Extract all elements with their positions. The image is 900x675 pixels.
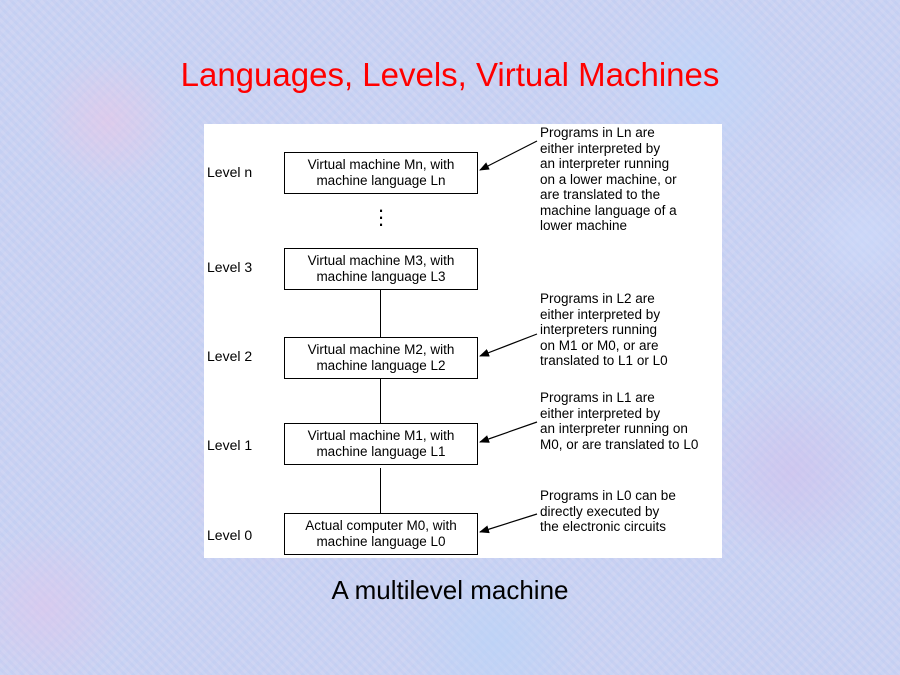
annotation-arrows bbox=[479, 140, 538, 534]
note-level-n: Programs in Ln are either interpreted by… bbox=[540, 125, 677, 234]
note-line: the electronic circuits bbox=[540, 519, 667, 534]
note-line: lower machine bbox=[540, 218, 628, 233]
note-line: either interpreted by bbox=[540, 405, 661, 421]
note-line: either interpreted by bbox=[540, 140, 661, 156]
note-line: on M1 or M0, or are bbox=[540, 337, 659, 353]
note-line: Programs in L1 are bbox=[540, 390, 655, 405]
machine-box-line: Virtual machine Mn, with bbox=[307, 157, 455, 172]
slide-title: Languages, Levels, Virtual Machines bbox=[180, 56, 720, 93]
note-level-1: Programs in L1 are either interpreted by… bbox=[540, 390, 698, 452]
machine-box-line: Virtual machine M2, with bbox=[307, 342, 455, 357]
note-line: Programs in L2 are bbox=[540, 291, 655, 306]
note-line: directly executed by bbox=[540, 503, 660, 519]
machine-box-level-2: Virtual machine M2, with machine languag… bbox=[284, 337, 478, 379]
level-label-2: Level 2 bbox=[207, 348, 253, 364]
machine-box-level-n: Virtual machine Mn, with machine languag… bbox=[284, 152, 478, 194]
machine-box-line: Virtual machine M1, with bbox=[307, 428, 455, 443]
note-line: M0, or are translated to L0 bbox=[540, 436, 699, 452]
note-line: interpreters running bbox=[540, 322, 658, 337]
connector-3-2 bbox=[380, 290, 381, 337]
machine-box-level-0: Actual computer M0, with machine languag… bbox=[284, 513, 478, 555]
note-line: an interpreter running bbox=[540, 156, 670, 171]
machine-box-line: machine language Ln bbox=[316, 173, 446, 188]
machine-box-line: Actual computer M0, with bbox=[305, 518, 457, 533]
machine-box-level-3: Virtual machine M3, with machine languag… bbox=[284, 248, 478, 290]
note-line: Programs in L0 can be bbox=[540, 488, 676, 503]
note-line: machine language of a bbox=[540, 202, 677, 218]
note-line: translated to L1 or L0 bbox=[540, 353, 668, 368]
note-line: on a lower machine, or bbox=[540, 171, 677, 187]
machine-box-line: Virtual machine M3, with bbox=[307, 253, 455, 268]
diagram-caption: A multilevel machine bbox=[331, 575, 569, 605]
note-level-0: Programs in L0 can be directly executed … bbox=[540, 488, 676, 535]
arrow-level-2 bbox=[479, 333, 538, 357]
machine-box-line: machine language L3 bbox=[316, 269, 446, 284]
machine-box-level-1: Virtual machine M1, with machine languag… bbox=[284, 423, 478, 465]
level-label-0: Level 0 bbox=[207, 527, 253, 543]
connector-2-1 bbox=[380, 379, 381, 423]
connector-1-0 bbox=[380, 468, 381, 513]
note-line: either interpreted by bbox=[540, 306, 661, 322]
arrow-level-0 bbox=[479, 513, 538, 534]
note-line: an interpreter running on bbox=[540, 421, 688, 436]
multilevel-machine-diagram: Level n Level 3 Level 2 Level 1 Level 0 … bbox=[204, 124, 722, 558]
note-level-2: Programs in L2 are either interpreted by… bbox=[540, 291, 668, 369]
machine-box-line: machine language L0 bbox=[316, 534, 446, 549]
arrow-level-n bbox=[479, 140, 538, 171]
arrow-level-1 bbox=[479, 421, 538, 443]
note-line: Programs in Ln are bbox=[540, 125, 655, 140]
level-label-n: Level n bbox=[207, 164, 253, 180]
level-label-3: Level 3 bbox=[207, 259, 253, 275]
vertical-ellipsis: ··· bbox=[377, 197, 385, 236]
level-label-1: Level 1 bbox=[207, 437, 253, 453]
machine-box-line: machine language L2 bbox=[316, 358, 446, 373]
machine-box-line: machine language L1 bbox=[316, 444, 446, 459]
note-line: are translated to the bbox=[540, 187, 661, 202]
